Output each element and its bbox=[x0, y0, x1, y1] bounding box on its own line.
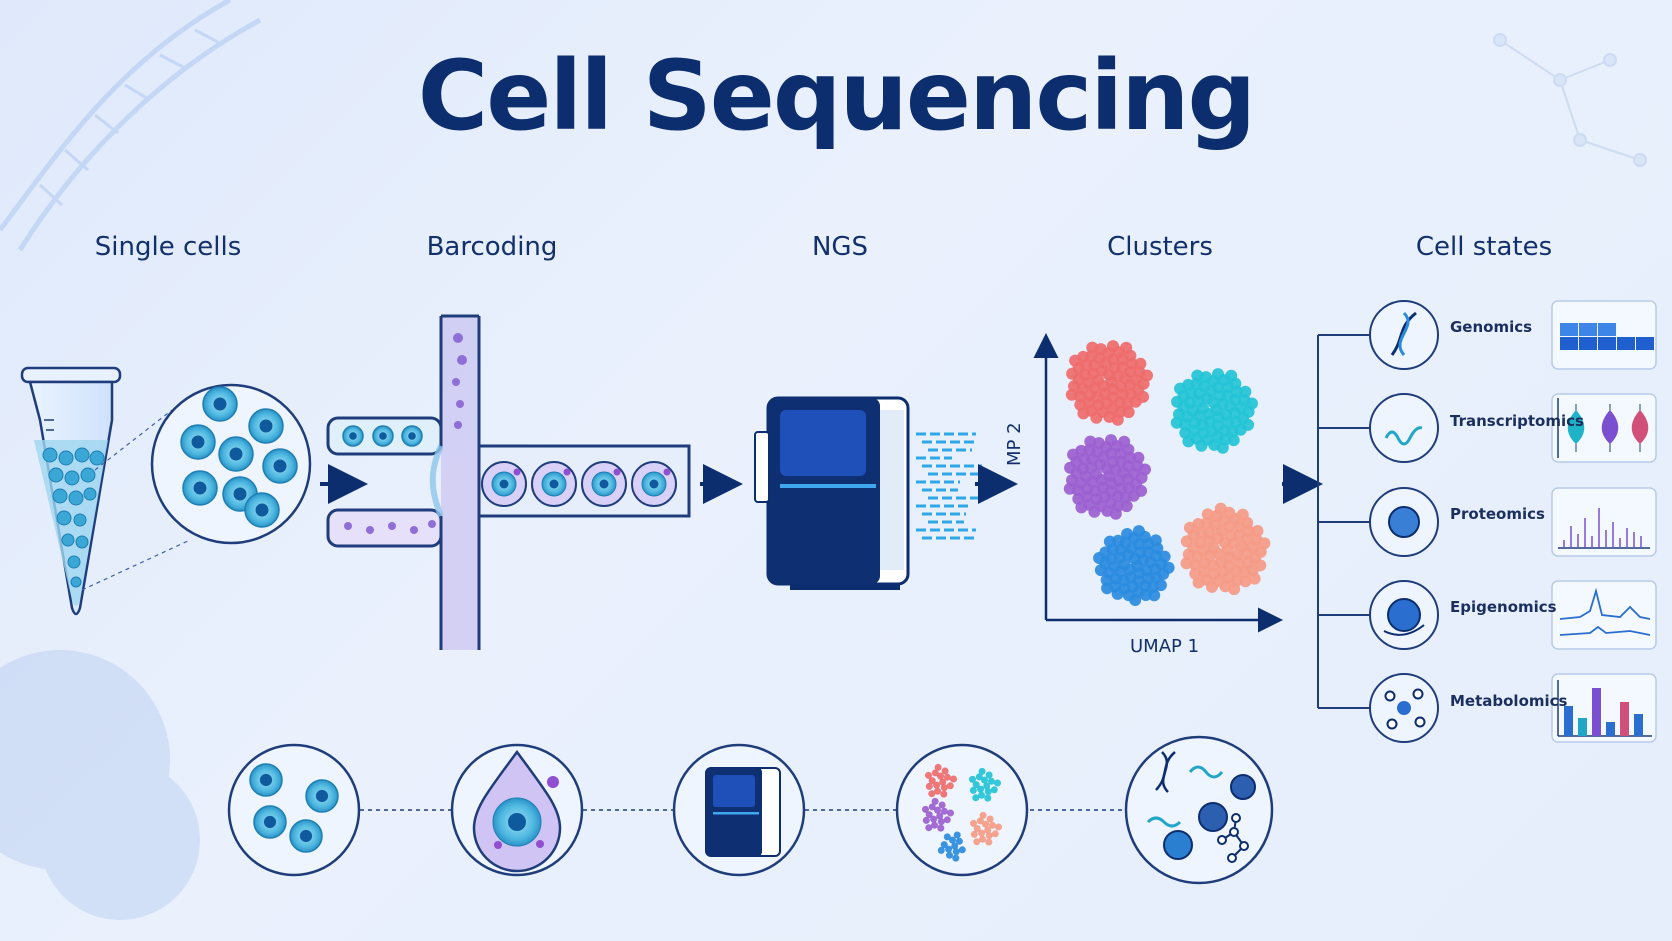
mini-cluster-red bbox=[925, 763, 957, 798]
barcoded-droplet bbox=[581, 461, 627, 507]
step-label-barcoding: Barcoding bbox=[426, 232, 558, 262]
omics-row-genomics bbox=[1369, 300, 1657, 370]
barcoded-droplet bbox=[631, 461, 677, 507]
cell bbox=[253, 805, 287, 839]
sequencer-machine bbox=[754, 396, 910, 590]
omics-label-metabolomics: Metabolomics bbox=[1450, 692, 1568, 710]
mini-cluster-blue bbox=[937, 831, 966, 862]
cell bbox=[202, 386, 238, 422]
summary-sequencer bbox=[672, 743, 806, 877]
umap-x-axis-label: UMAP 1 bbox=[1130, 636, 1200, 657]
omics-label-genomics: Genomics bbox=[1450, 318, 1533, 336]
summary-single-cells bbox=[227, 743, 361, 877]
summary-omics bbox=[1124, 735, 1274, 885]
cluster-blue bbox=[1093, 525, 1175, 606]
sequencing-reads bbox=[916, 432, 988, 540]
cluster-purple bbox=[1063, 434, 1151, 520]
page-title: Cell Sequencing bbox=[417, 40, 1256, 152]
mini-cluster-purple bbox=[922, 797, 954, 832]
cluster-salmon bbox=[1180, 502, 1271, 596]
umap-y-axis-label: MP 2 bbox=[1004, 422, 1025, 466]
cell bbox=[305, 779, 339, 813]
omics-row-proteomics bbox=[1369, 487, 1657, 557]
omics-label-epigenomics: Epigenomics bbox=[1450, 598, 1557, 616]
cell bbox=[180, 424, 216, 460]
tube-zoom-lines bbox=[81, 409, 191, 591]
omics-row-metabolomics bbox=[1369, 673, 1657, 743]
microfluidic-chip bbox=[326, 314, 691, 650]
cell bbox=[262, 448, 298, 484]
umap-plot bbox=[1033, 333, 1283, 633]
cell bbox=[182, 470, 218, 506]
cell bbox=[372, 425, 394, 447]
barcoded-droplet bbox=[531, 461, 577, 507]
omics-row-epigenomics bbox=[1369, 580, 1657, 650]
single-cells-zoom bbox=[150, 383, 312, 545]
mini-cluster-cyan bbox=[969, 767, 1001, 802]
omics-label-proteomics: Proteomics bbox=[1450, 505, 1545, 523]
cell bbox=[342, 425, 364, 447]
cluster-cyan bbox=[1170, 368, 1258, 454]
omics-bracket bbox=[1317, 334, 1370, 709]
step-label-single-cells: Single cells bbox=[94, 232, 242, 262]
cluster-red bbox=[1065, 340, 1153, 426]
step-label-cell-states: Cell states bbox=[1415, 232, 1553, 262]
cell bbox=[289, 819, 323, 853]
cell bbox=[249, 763, 283, 797]
mini-cluster-salmon bbox=[970, 811, 1002, 846]
sample-tube bbox=[20, 366, 122, 616]
background-dna-helix bbox=[0, 0, 262, 252]
cell bbox=[218, 436, 254, 472]
summary-droplet bbox=[450, 743, 584, 877]
step-label-ngs: NGS bbox=[811, 232, 869, 262]
background-cell-texture bbox=[0, 650, 200, 920]
barcoded-droplet bbox=[481, 461, 527, 507]
summary-clusters bbox=[895, 743, 1029, 877]
cell bbox=[248, 408, 284, 444]
cell bbox=[244, 492, 280, 528]
omics-label-transcriptomics: Transcriptomics bbox=[1450, 412, 1584, 430]
cell bbox=[401, 425, 423, 447]
step-label-clusters: Clusters bbox=[1107, 232, 1213, 262]
transcriptomics-icon bbox=[1369, 393, 1439, 463]
background-molecules bbox=[1493, 33, 1647, 167]
omics-row-transcriptomics bbox=[1369, 393, 1657, 463]
